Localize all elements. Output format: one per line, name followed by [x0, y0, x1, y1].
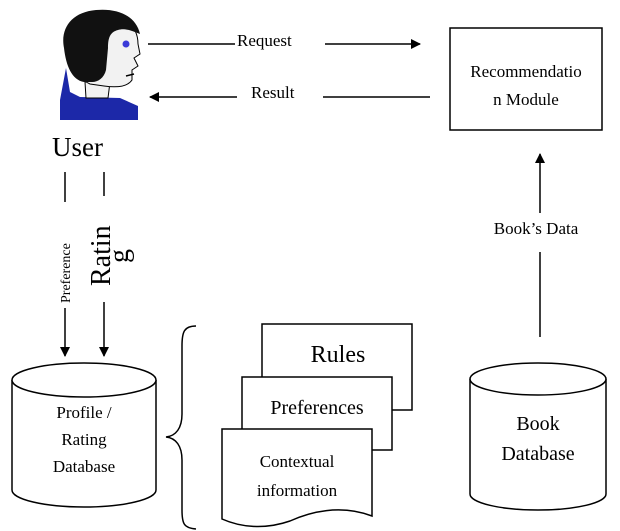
contextual-line2: information: [257, 481, 338, 500]
rating-label-tail: g: [104, 249, 135, 263]
contextual-line1: Contextual: [260, 452, 335, 471]
profile-rating-database: [11, 362, 157, 508]
module-label-line2: n Module: [493, 90, 559, 109]
user-avatar-icon: [60, 9, 141, 120]
contextual-doc-shape: [221, 428, 373, 528]
profile-db-line2: Rating: [61, 430, 107, 449]
book-database: [469, 362, 607, 511]
avatar-shirt: [60, 68, 138, 120]
avatar-hair: [63, 9, 140, 83]
profile-db-line1: Profile /: [56, 403, 112, 422]
module-label-line1: Recommendatio: [470, 62, 581, 81]
books-data-label: Book’s Data: [494, 219, 579, 238]
result-label: Result: [251, 83, 295, 102]
book-db-body: [469, 379, 607, 511]
rules-label: Rules: [311, 342, 366, 368]
book-db-line1: Book: [516, 413, 559, 435]
user-label: User: [52, 132, 103, 162]
profile-db-line3: Database: [53, 457, 115, 476]
book-db-top: [469, 362, 607, 396]
preference-label: Preference: [59, 243, 74, 303]
profile-db-top: [11, 362, 157, 398]
avatar-mouth: [125, 73, 135, 77]
book-db-line2: Database: [501, 443, 574, 465]
profile-db-body: [11, 380, 157, 508]
contextual-information-document: [221, 428, 373, 528]
grouping-brace: [165, 325, 197, 530]
rating-label: Ratin: [86, 225, 117, 286]
avatar-eye: [122, 40, 130, 48]
request-label: Request: [237, 31, 292, 50]
recommendation-module-box: [449, 27, 603, 131]
preferences-label: Preferences: [270, 397, 363, 419]
